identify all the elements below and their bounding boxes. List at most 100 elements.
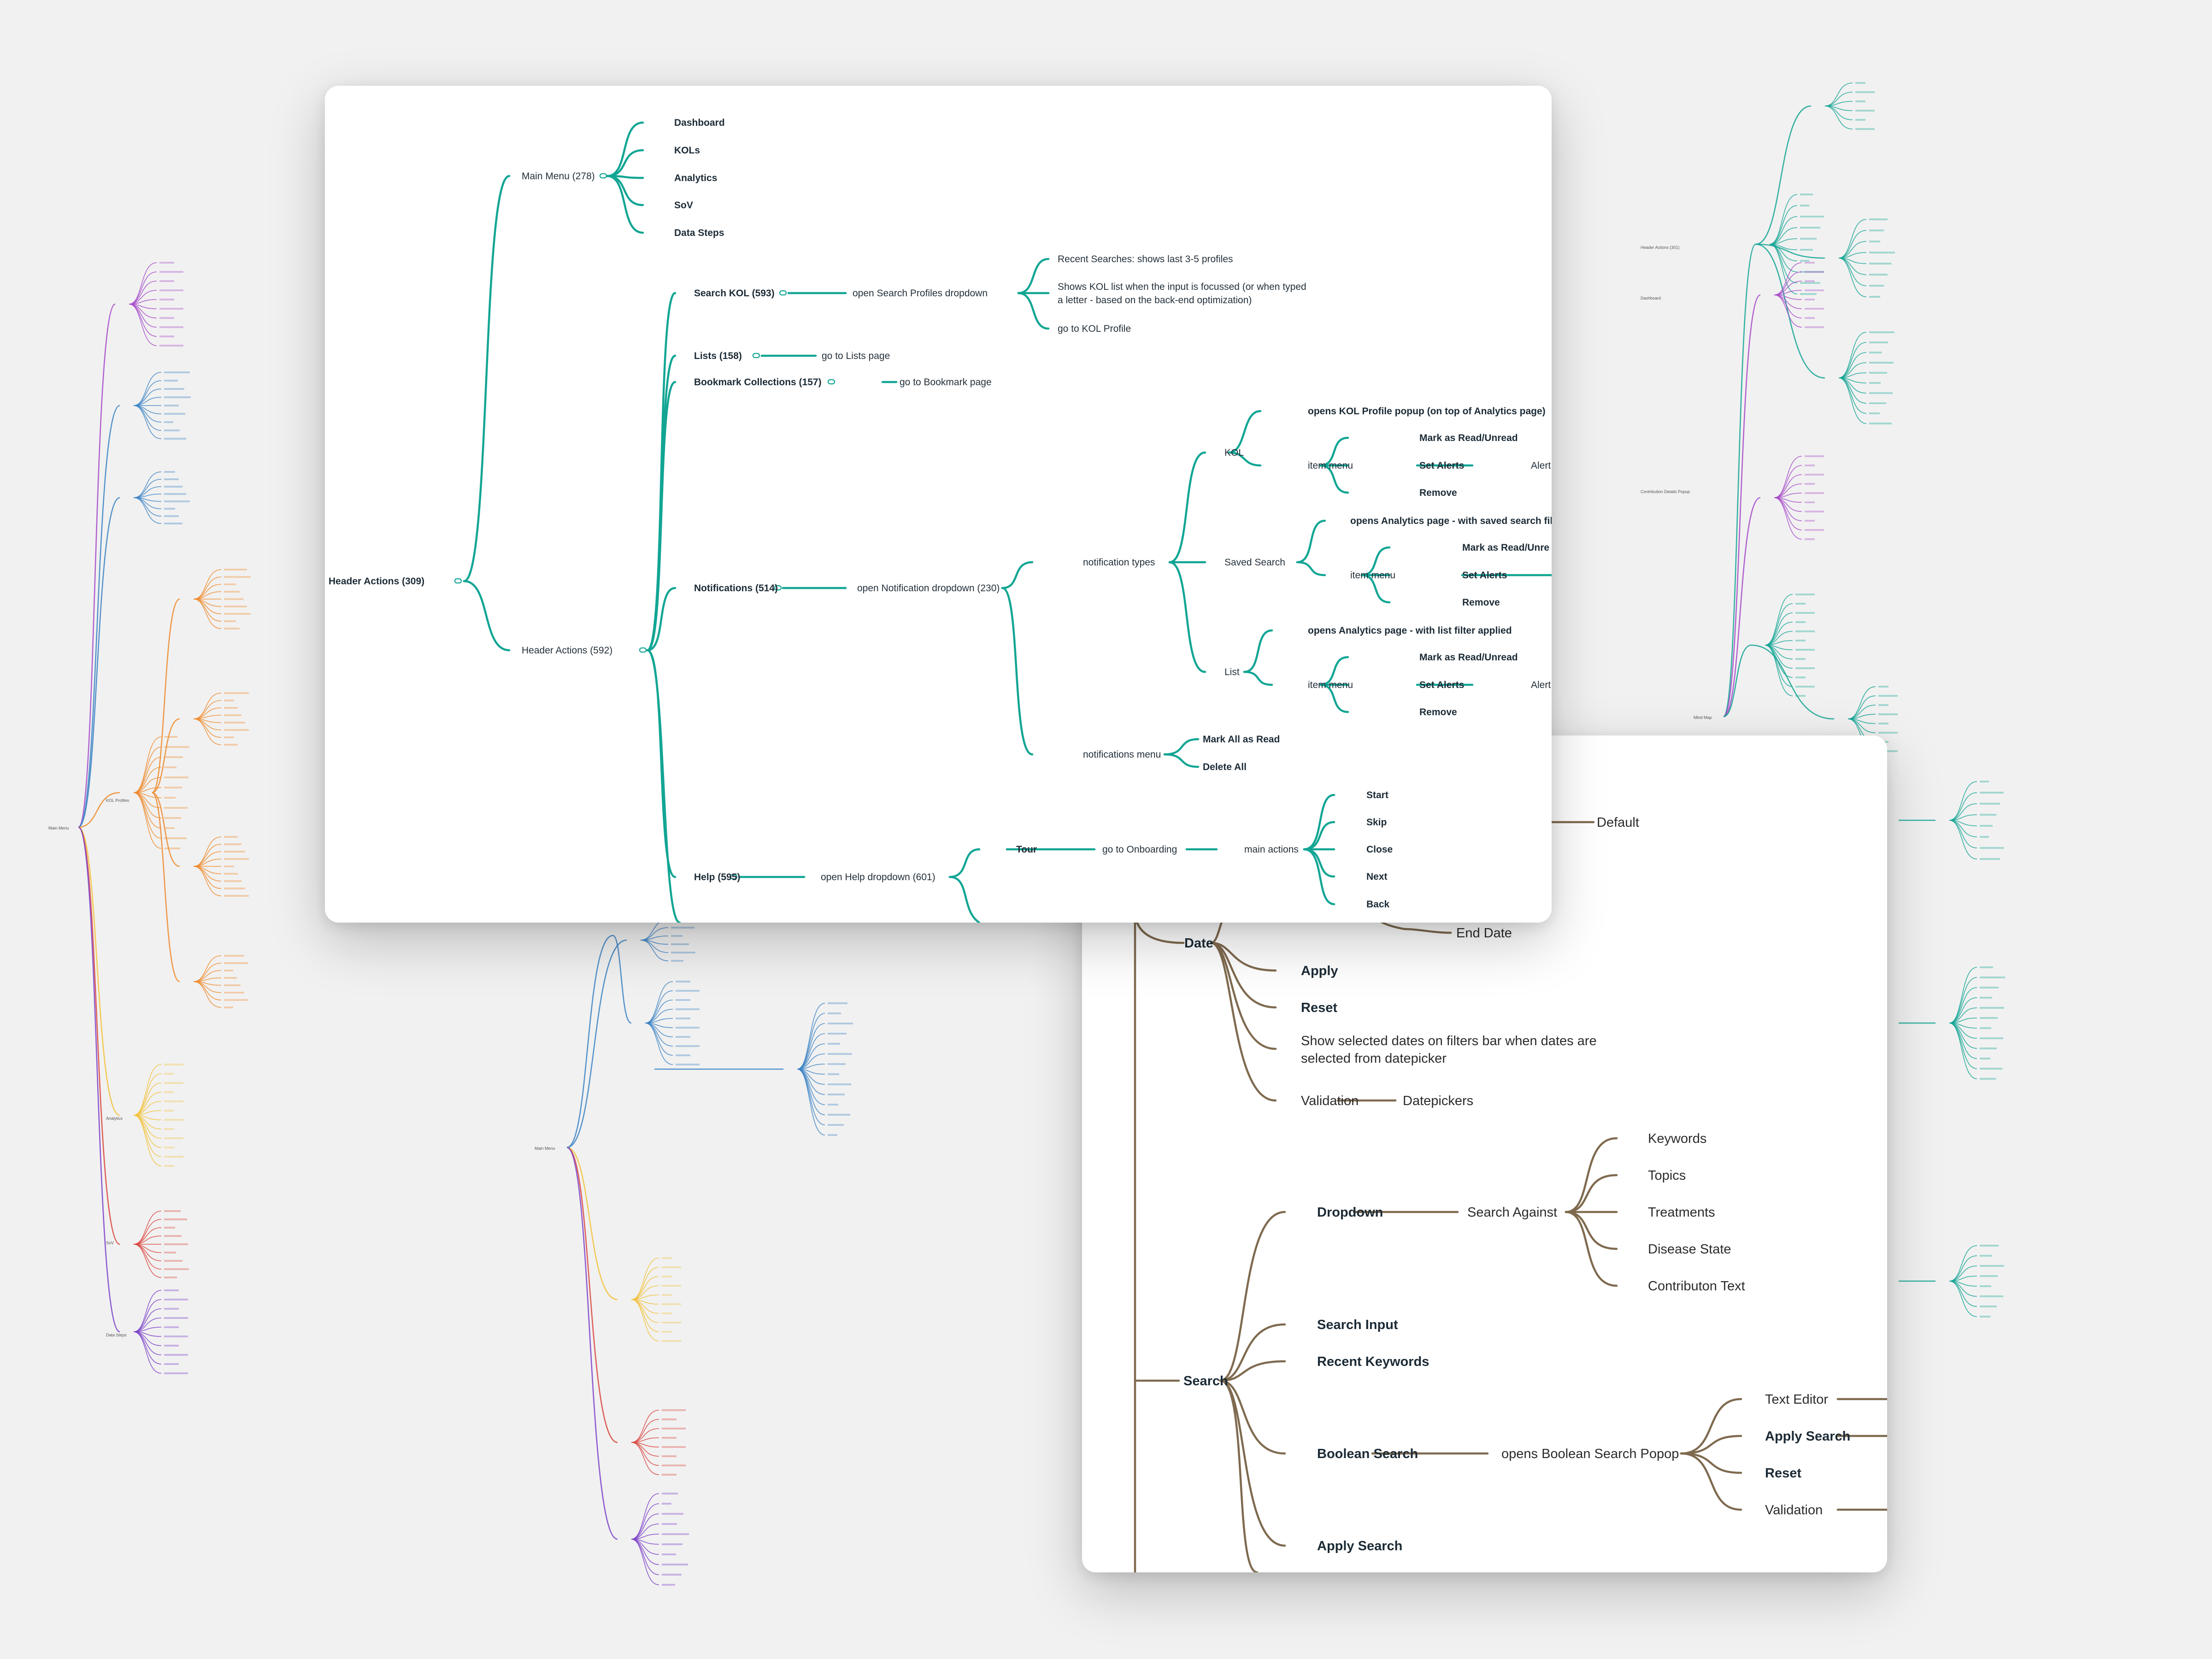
bg-edge [193, 970, 222, 982]
bg-leaf-text [159, 289, 183, 291]
boolean-search-node: Boolean Search [1317, 1447, 1418, 1461]
bg-leaf-text [224, 613, 251, 615]
bg-leaf-text [828, 1063, 846, 1065]
bg-leaf-text [1800, 260, 1809, 262]
bg-leaf-text [1869, 362, 1894, 364]
bg-edge [631, 1285, 659, 1300]
bg-leaf-text [164, 396, 191, 398]
bg-leaf-text [224, 628, 240, 629]
bg-leaf-text [662, 1409, 686, 1411]
bg-leaf-text [1795, 686, 1815, 688]
bg-leaf-text [164, 837, 187, 839]
bg-leaf-text [1855, 110, 1875, 112]
bg-edge [152, 598, 180, 794]
collapse-toggle[interactable] [827, 379, 835, 385]
bg-leaf-text [1855, 100, 1865, 102]
bg-leaf-text [164, 1210, 181, 1212]
datepickers-node: Datepickers [1403, 1094, 1473, 1108]
bg-leaf-text [164, 1372, 188, 1374]
bg-leaf-text [164, 1260, 182, 1262]
bg-edge [1769, 244, 1798, 283]
bg-leaf-text [1980, 1027, 1991, 1029]
bg-edge [566, 939, 627, 1148]
bg-leaf-text [164, 1277, 177, 1278]
bg-edge [631, 1267, 659, 1300]
boolean-reset: Reset [1765, 1466, 1801, 1481]
bg-edge [1774, 294, 1802, 309]
bg-leaf-text [164, 1335, 188, 1337]
bg-leaf-text [676, 1027, 700, 1029]
bg-edge [1949, 1281, 1977, 1297]
collapse-toggle[interactable] [752, 353, 760, 359]
bg-leaf-text [1805, 262, 1815, 264]
bg-leaf-text [676, 1064, 700, 1065]
bg-edge [133, 792, 162, 839]
bg-edge [133, 747, 162, 793]
bg-edge [1774, 497, 1802, 540]
header-actions-card: Header Actions (309) Main Menu (278) Das… [325, 86, 1552, 923]
bg-leaf-text [1805, 520, 1815, 522]
bg-leaf-text [1800, 249, 1813, 251]
bg-root-label: Dashboard [1641, 296, 1661, 300]
bg-leaf-text [164, 478, 179, 480]
bg-leaf-text [1805, 271, 1824, 273]
bg-edge [1838, 241, 1867, 259]
bg-leaf-text [224, 591, 240, 593]
bg-edge [1949, 977, 1977, 1024]
bg-leaf-text [1805, 317, 1815, 319]
bg-edge [193, 844, 222, 867]
bg-leaf-text [1878, 750, 1898, 752]
collapse-toggle[interactable] [454, 578, 462, 584]
bg-leaf-text [1980, 814, 1996, 816]
bg-leaf-text [662, 1564, 688, 1565]
bg-leaf-text [164, 1289, 179, 1291]
collapse-toggle[interactable] [729, 874, 738, 880]
bg-leaf-text [676, 1054, 690, 1056]
bg-edge [133, 1115, 162, 1157]
list-set-alerts: Set Alerts [1419, 680, 1464, 690]
bg-edge [645, 1009, 673, 1024]
bg-leaf-text [1980, 1316, 1990, 1318]
bg-leaf-text [1980, 1295, 2003, 1297]
bg-leaf-text [1800, 293, 1817, 295]
bg-edge [631, 1299, 659, 1341]
collapse-toggle[interactable] [599, 173, 607, 179]
bg-edge [1949, 792, 1977, 821]
search-kol-goto: go to KOL Profile [1058, 324, 1131, 334]
bg-leaf-text [1795, 667, 1815, 669]
bg-edge [193, 981, 222, 993]
bg-leaf-text [676, 1008, 700, 1010]
against-treatments: Treatments [1648, 1205, 1715, 1220]
help-action: open Help dropdown (601) [821, 872, 935, 882]
bg-edge [1774, 281, 1802, 295]
bg-edge [1755, 105, 1812, 245]
bg-leaf-text [1980, 1275, 1998, 1277]
bg-edge [78, 826, 120, 1333]
bg-leaf-text [164, 756, 183, 758]
menu-analytics: Analytics [674, 173, 717, 183]
bg-leaf-text [1869, 341, 1888, 343]
bookmarks-node: Bookmark Collections (157) [694, 377, 822, 388]
collapse-toggle[interactable] [779, 290, 787, 296]
bg-edge [133, 1244, 162, 1270]
bg-leaf-text [164, 1082, 183, 1084]
saved-search-set-alerts: Set Alerts [1462, 570, 1507, 581]
bg-leaf-text [1805, 474, 1824, 476]
bg-edge [631, 1513, 659, 1540]
bg-edge [129, 304, 157, 318]
bg-edge [1949, 781, 1977, 821]
bg-leaf-text [662, 1428, 686, 1430]
bg-leaf-text [224, 700, 234, 701]
bg-leaf-text [164, 1326, 179, 1328]
bg-edge [1723, 497, 1761, 718]
bg-leaf-text [164, 421, 173, 423]
action-next: Next [1366, 871, 1388, 882]
collapse-toggle[interactable] [774, 585, 782, 591]
bg-edge [1847, 705, 1876, 719]
date-validation-node: Validation [1301, 1094, 1359, 1108]
bg-leaf-text [164, 1317, 188, 1319]
collapse-toggle[interactable] [639, 647, 647, 653]
bg-leaf-text [224, 843, 241, 845]
date-reset-node: Reset [1301, 1000, 1337, 1015]
recent-keywords-node: Recent Keywords [1317, 1354, 1429, 1369]
